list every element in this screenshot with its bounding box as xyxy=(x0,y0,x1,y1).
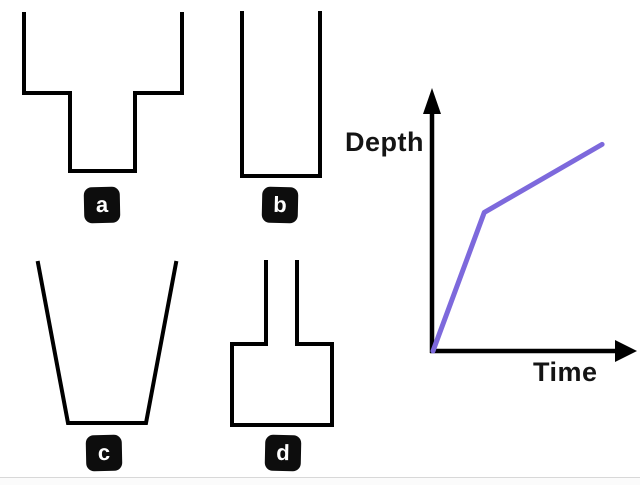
x-axis-arrowhead-icon xyxy=(615,340,637,362)
container-a-letter: a xyxy=(95,191,109,218)
container-b-label: b xyxy=(261,186,299,224)
y-axis-arrowhead-icon xyxy=(423,88,441,114)
container-a-label: a xyxy=(83,186,121,224)
container-b-outline xyxy=(240,11,322,178)
depth-line xyxy=(430,141,605,354)
container-d-letter: d xyxy=(276,439,290,466)
container-c-label: c xyxy=(85,434,123,472)
container-d-outline xyxy=(230,260,334,427)
container-c-letter: c xyxy=(97,439,111,466)
x-axis-label: Time xyxy=(533,357,598,387)
container-d-label: d xyxy=(264,434,302,472)
container-b-letter: b xyxy=(273,191,287,218)
container-a-outline xyxy=(22,12,184,173)
container-c-outline xyxy=(35,260,179,425)
y-axis-label: Depth xyxy=(345,127,424,157)
bottom-divider xyxy=(0,477,640,485)
depth-time-graph xyxy=(423,88,637,362)
